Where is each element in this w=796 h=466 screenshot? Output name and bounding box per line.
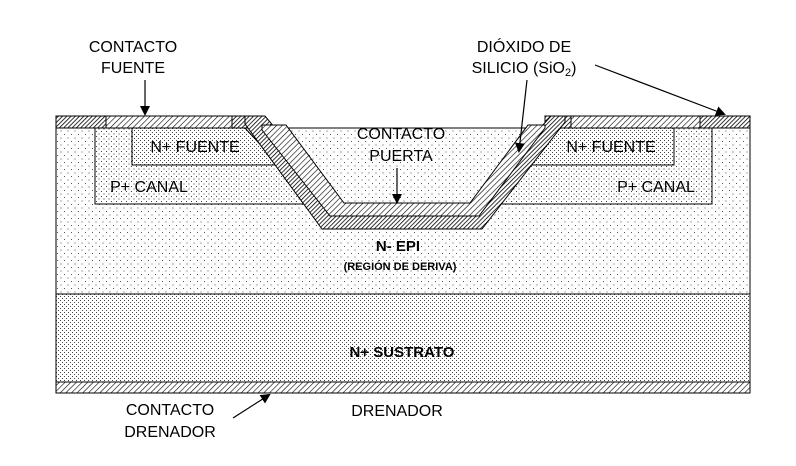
oxide-right-cap [699,115,751,129]
contacto-fuente-label-l1: CONTACTO [89,39,177,56]
p-canal-left-label: P+ CANAL [110,179,188,196]
contacto-drenador-label-l1: CONTACTO [126,402,214,419]
dioxido-label-l1: DIÓXIDO DE [477,37,571,56]
n-sustrato-region [55,293,751,383]
gate-contact-layer [261,124,546,217]
dioxido-label-l2: SILICIO (SiO2) [472,60,577,79]
n-fuente-right-label: N+ FUENTE [566,139,655,156]
oxide-left-cap [55,115,107,129]
arrow-dioxido-1 [514,79,528,153]
n-sustrato-label: N+ SUSTRATO [350,344,455,361]
arrow-dioxido-2 [594,64,726,116]
p-canal-right-label: P+ CANAL [617,179,695,196]
drenador-label: DRENADOR [351,403,443,420]
contacto-puerta-label-l1: CONTACTO [357,126,445,143]
region-deriva-label: (REGIÓN DE DERIVA) [344,260,457,273]
n-epi-label: N- EPI [376,238,420,255]
arrow-contacto-drenador [232,393,271,419]
drain-contact-strip [55,381,751,394]
contacto-puerta-label-l2: PUERTA [369,148,433,165]
contacto-drenador-label-l2: DRENADOR [124,424,216,441]
contacto-fuente-label-l2: FUENTE [101,60,165,77]
n-fuente-left-label: N+ FUENTE [150,139,239,156]
